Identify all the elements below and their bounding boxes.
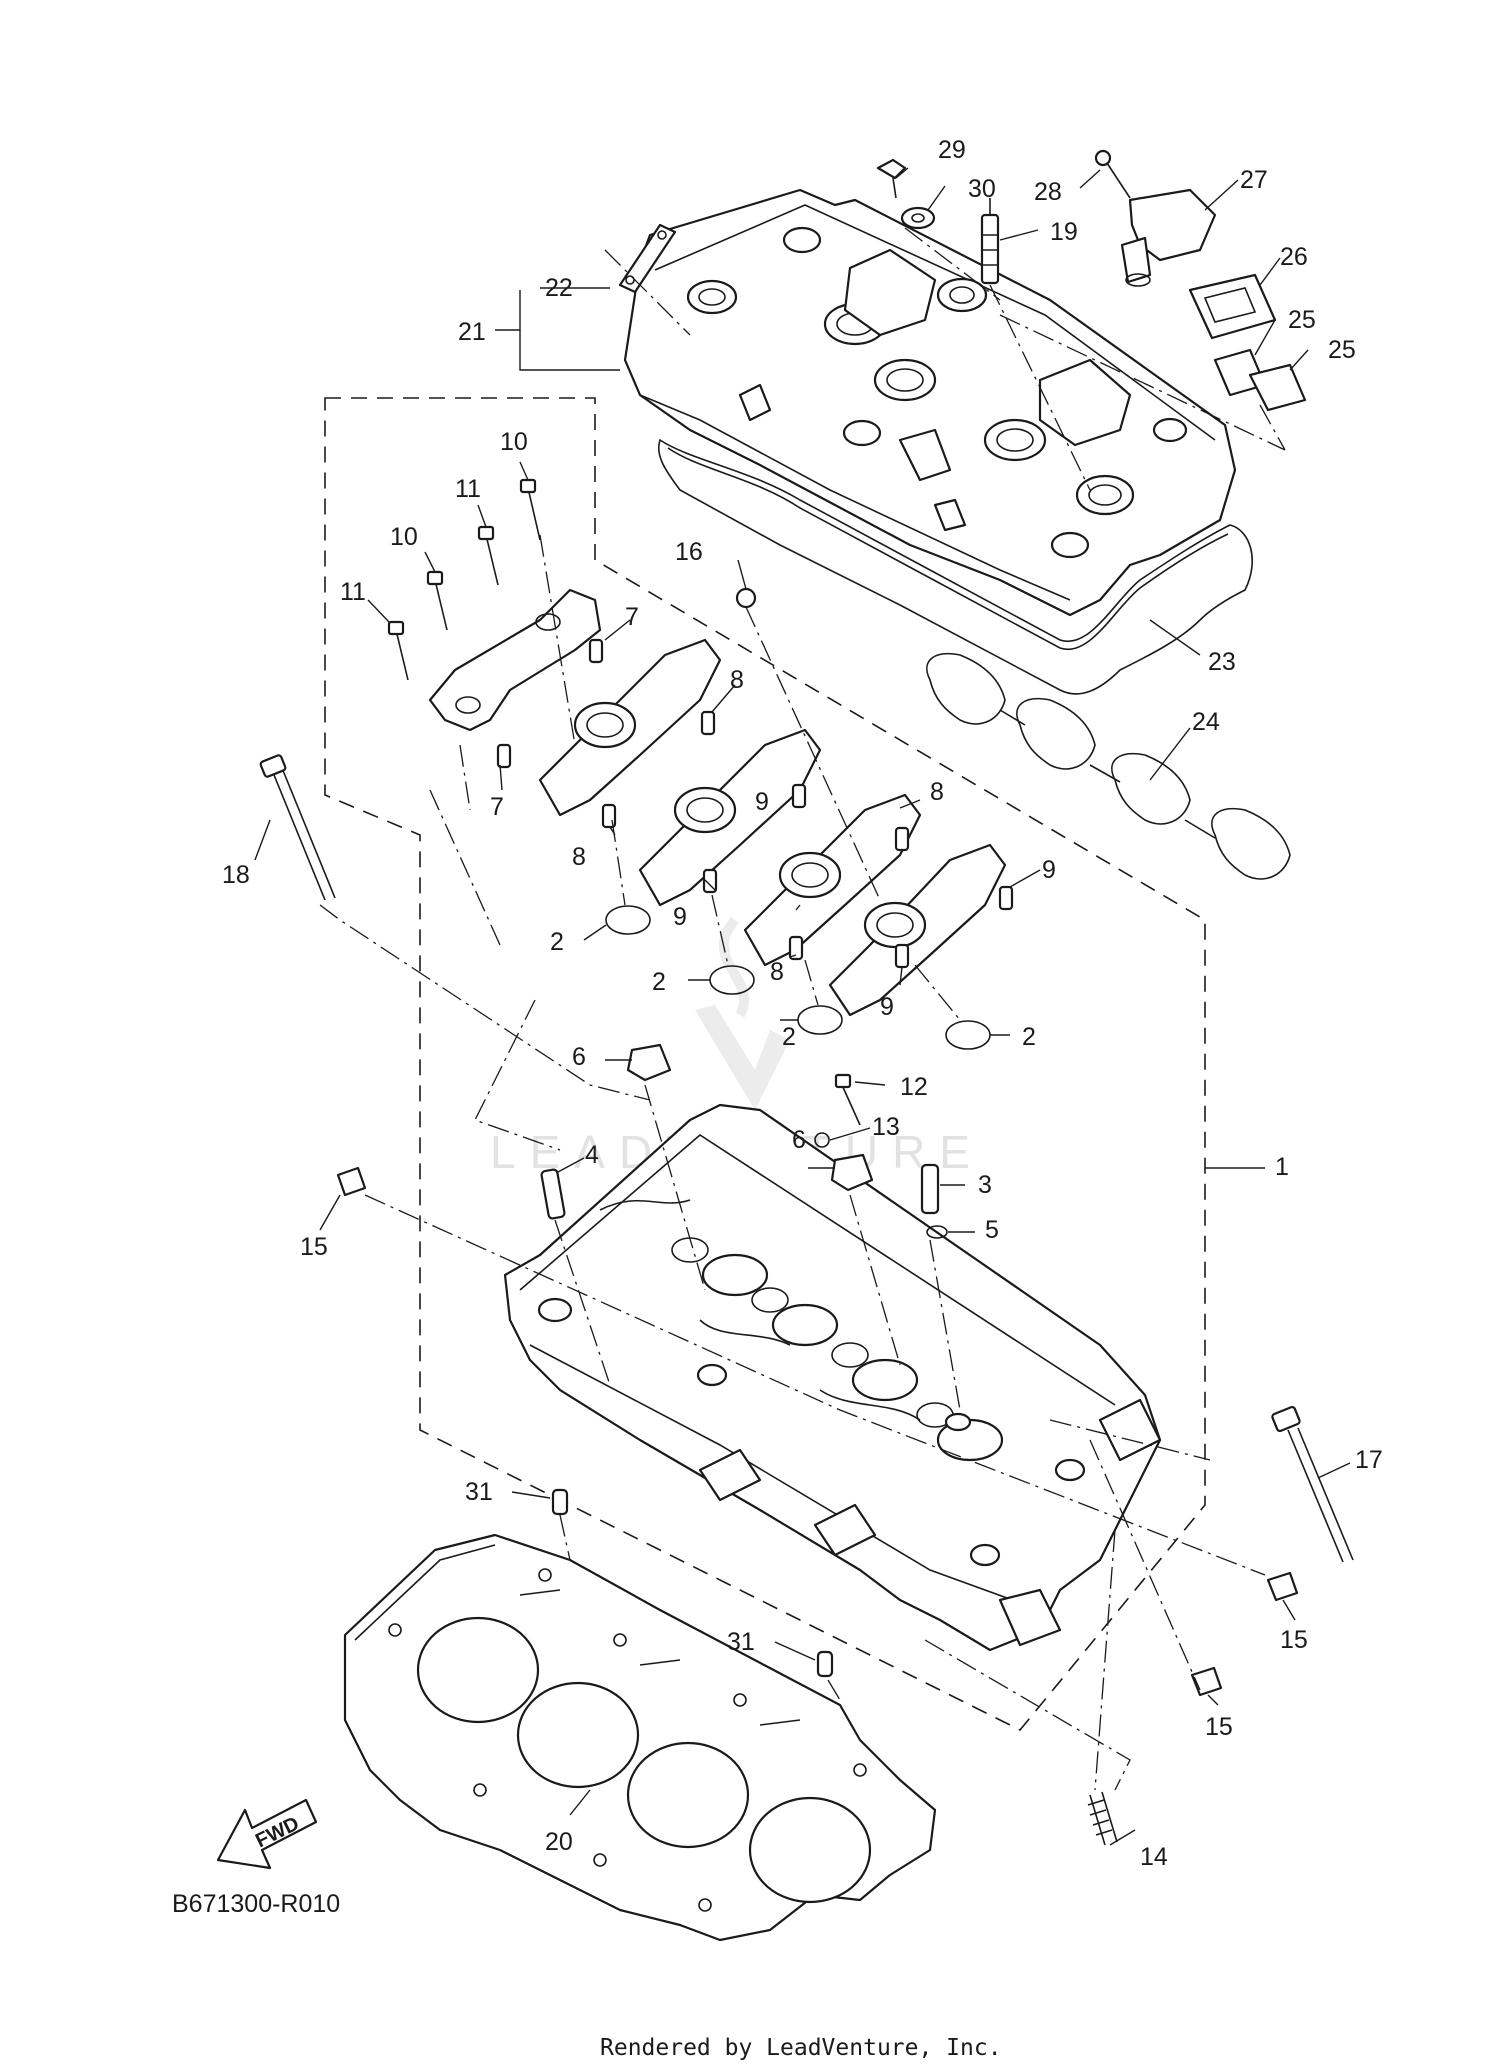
damper-25[interactable] — [1213, 348, 1307, 412]
bolt-18[interactable] — [259, 754, 336, 901]
callout-29: 29 — [938, 136, 966, 164]
plug-hole-gasket-24[interactable] — [926, 653, 1291, 880]
callout-7-bottom: 7 — [490, 793, 504, 821]
callout-31-left: 31 — [465, 1478, 493, 1506]
camshaft-holder-3[interactable] — [743, 793, 922, 967]
callout-23: 23 — [1208, 648, 1236, 676]
callout-25-lower: 25 — [1328, 336, 1356, 364]
camshaft-cap-left[interactable] — [428, 588, 602, 732]
callout-6-a: 6 — [572, 1043, 586, 1071]
callout-6-b: 6 — [792, 1126, 806, 1154]
cover-gasket-23-inner — [667, 447, 1229, 651]
callout-30: 30 — [968, 175, 996, 203]
leader-lines — [254, 167, 1351, 1846]
callout-15-right: 15 — [1280, 1626, 1308, 1654]
callout-8-a: 8 — [730, 666, 744, 694]
callout-8-b: 8 — [572, 843, 586, 871]
stud-bolt-14[interactable] — [1087, 1791, 1118, 1846]
footer-credit: Rendered by LeadVenture, Inc. — [600, 2035, 1002, 2061]
callout-25-upper: 25 — [1288, 306, 1316, 334]
callout-28: 28 — [1034, 178, 1062, 206]
callout-13: 13 — [872, 1113, 900, 1141]
callout-9-c: 9 — [1042, 856, 1056, 884]
callout-21: 21 — [458, 318, 486, 346]
dowel-pins-7[interactable] — [496, 638, 604, 769]
callout-1: 1 — [1275, 1153, 1289, 1181]
valve-guide-4[interactable] — [540, 1168, 566, 1220]
bracket-22[interactable] — [618, 223, 677, 294]
callouts: 29 30 19 28 27 26 25 25 22 21 23 24 10 1… — [222, 136, 1383, 1871]
callout-10-top: 10 — [500, 428, 528, 456]
bolt-17[interactable] — [1271, 1405, 1354, 1563]
callout-18: 18 — [222, 861, 250, 889]
callout-20: 20 — [545, 1828, 573, 1856]
seal-16[interactable] — [735, 587, 757, 609]
cylinder-head-gasket-20[interactable] — [343, 1533, 937, 1942]
plugs-6[interactable] — [626, 1043, 874, 1192]
alignment-lines — [319, 227, 1286, 1791]
callout-15-left: 15 — [300, 1233, 328, 1261]
callout-10-lower: 10 — [390, 523, 418, 551]
callout-11-lower: 11 — [340, 578, 366, 606]
dowel-pins-31[interactable] — [551, 1488, 834, 1678]
callout-8-d: 8 — [770, 958, 784, 986]
dowel-pins-8-9[interactable] — [601, 710, 1014, 969]
cover-gasket-23[interactable] — [658, 438, 1253, 695]
camshaft-holder-2[interactable] — [638, 728, 822, 907]
bolt-28[interactable] — [1094, 149, 1131, 199]
washer-13[interactable] — [814, 1132, 830, 1148]
fwd-arrow: FWD — [216, 1798, 318, 1870]
camshaft-holder-1[interactable] — [538, 638, 722, 817]
callout-2-b: 2 — [652, 968, 666, 996]
ignition-coil-27[interactable] — [1120, 188, 1217, 287]
diagram-code: B671300-R010 — [172, 1890, 340, 1918]
callout-24: 24 — [1192, 708, 1220, 736]
callout-4: 4 — [585, 1141, 599, 1169]
callout-3: 3 — [978, 1171, 992, 1199]
callout-27: 27 — [1240, 166, 1268, 194]
callout-22: 22 — [545, 274, 573, 302]
callout-9-a: 9 — [755, 788, 769, 816]
callout-16: 16 — [675, 538, 703, 566]
callout-14: 14 — [1140, 1843, 1168, 1871]
bolt-12[interactable] — [834, 1073, 861, 1126]
callout-12: 12 — [900, 1073, 928, 1101]
bracket-22-guide — [604, 249, 691, 336]
valve-guide-3[interactable] — [920, 1163, 940, 1215]
bolt-29[interactable] — [876, 158, 907, 199]
cylinder-head-cover[interactable] — [623, 188, 1237, 617]
callout-5: 5 — [985, 1216, 999, 1244]
plate-26[interactable] — [1188, 273, 1277, 340]
callout-15-bottom: 15 — [1205, 1713, 1233, 1741]
callout-7-top: 7 — [625, 603, 639, 631]
assembly-outline — [324, 397, 1206, 1732]
callout-19: 19 — [1050, 218, 1078, 246]
callout-9-b: 9 — [673, 903, 687, 931]
callout-26: 26 — [1280, 243, 1308, 271]
clip-5[interactable] — [926, 1225, 948, 1239]
callout-2-a: 2 — [550, 928, 564, 956]
callout-9-d: 9 — [880, 993, 894, 1021]
callout-17: 17 — [1355, 1446, 1383, 1474]
cylinder-head[interactable] — [503, 1103, 1162, 1652]
washer-30[interactable] — [900, 206, 936, 230]
callout-31-right: 31 — [727, 1628, 755, 1656]
spark-plug-19[interactable] — [980, 198, 1000, 285]
callout-8-c: 8 — [930, 778, 944, 806]
damper-guide — [1259, 404, 1286, 451]
callout-2-d: 2 — [1022, 1023, 1036, 1051]
callout-2-c: 2 — [782, 1023, 796, 1051]
callout-11-top: 11 — [455, 475, 481, 503]
